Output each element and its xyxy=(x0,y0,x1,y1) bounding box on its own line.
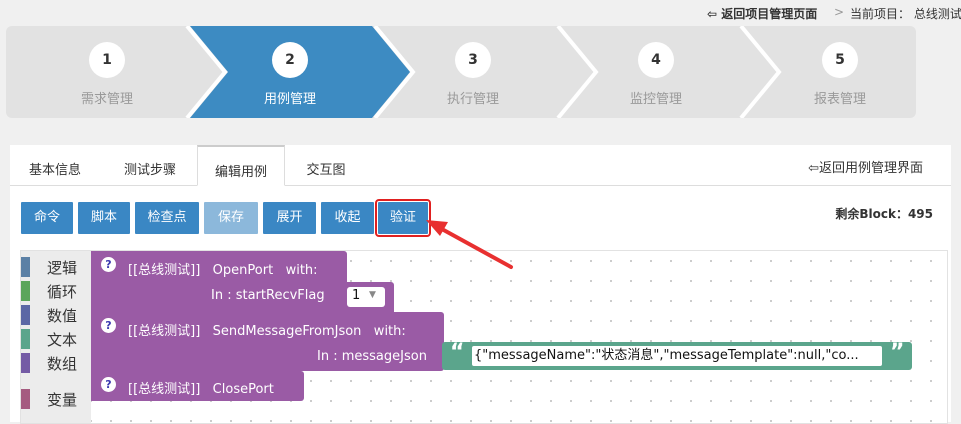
edit-case-panel: 基本信息 测试步骤 编辑用例 交互图 ⇦返回用例管理界面 命令 脚本 检查点 保… xyxy=(10,145,951,424)
category-color-bar xyxy=(21,353,30,373)
tab-bar: 基本信息 测试步骤 编辑用例 交互图 ⇦返回用例管理界面 xyxy=(10,145,951,186)
dropdown-value: 1 xyxy=(352,288,361,303)
category-color-bar xyxy=(21,389,30,409)
block-title: [[总线测试]] OpenPort with: xyxy=(128,263,318,278)
checkpoint-button[interactable]: 检查点 xyxy=(135,202,199,234)
category-logic[interactable]: 逻辑 xyxy=(21,255,91,279)
category-label: 数值 xyxy=(47,307,78,325)
script-button[interactable]: 脚本 xyxy=(78,202,130,234)
help-icon[interactable]: ? xyxy=(101,318,116,333)
block-title: [[总线测试]] SendMessageFromJson with: xyxy=(128,324,406,339)
step-label: 报表管理 xyxy=(813,92,866,107)
json-string-block[interactable]: “ {"messageName":"状态消息","messageTemplate… xyxy=(442,340,912,370)
category-text[interactable]: 文本 xyxy=(21,327,91,351)
start-recv-flag-dropdown[interactable]: 1 ▼ xyxy=(347,287,385,307)
back-arrow-icon: ⇦ xyxy=(707,7,718,21)
send-message-param-row[interactable]: In : messageJson xyxy=(91,343,444,371)
close-port-block[interactable]: ? [[总线测试]] ClosePort xyxy=(91,371,304,401)
category-number[interactable]: 数值 xyxy=(21,303,91,327)
back-to-cases-link[interactable]: ⇦返回用例管理界面 xyxy=(808,157,923,176)
chevron-down-icon: ▼ xyxy=(369,290,376,300)
tab-basic-info[interactable]: 基本信息 xyxy=(28,163,81,178)
category-loop[interactable]: 循环 xyxy=(21,279,91,303)
tab-interaction-diagram[interactable]: 交互图 xyxy=(306,163,346,178)
collapse-button[interactable]: 收起 xyxy=(321,202,374,234)
remaining-block-count: 剩余Block：495 xyxy=(835,207,933,221)
category-variable[interactable]: 变量 xyxy=(21,387,91,411)
tab-edit-case[interactable]: 编辑用例 xyxy=(197,145,285,186)
step-number: 4 xyxy=(638,42,674,78)
category-label: 逻辑 xyxy=(47,259,78,277)
category-array[interactable]: 数组 xyxy=(21,351,91,375)
back-to-projects-link[interactable]: ⇦ 返回项目管理页面 xyxy=(707,5,817,22)
tab-test-steps[interactable]: 测试步骤 xyxy=(123,163,176,178)
block-workspace[interactable]: 逻辑 循环 数值 文本 数组 变量 xyxy=(20,250,948,424)
top-bar: ⇦ 返回项目管理页面 > 当前项目： 总线测试 xyxy=(0,0,961,26)
category-label: 循环 xyxy=(47,283,78,301)
category-color-bar xyxy=(21,257,30,277)
step-label: 监控管理 xyxy=(629,92,682,107)
step-label: 需求管理 xyxy=(80,92,133,107)
param-label: In : startRecvFlag xyxy=(211,288,325,303)
category-label: 变量 xyxy=(47,391,78,409)
help-icon[interactable]: ? xyxy=(101,257,116,272)
step-number: 2 xyxy=(272,42,308,78)
message-json-value[interactable]: {"messageName":"状态消息","messageTemplate":… xyxy=(472,346,882,366)
command-button[interactable]: 命令 xyxy=(21,202,73,234)
param-label: In : messageJson xyxy=(317,349,427,364)
back-to-projects-label: 返回项目管理页面 xyxy=(721,7,818,21)
quote-icon: ” xyxy=(890,340,905,365)
send-message-block[interactable]: ? [[总线测试]] SendMessageFromJson with: xyxy=(91,312,444,344)
open-port-block[interactable]: ? [[总线测试]] OpenPort with: xyxy=(91,251,347,283)
step-wizard: 1 需求管理 2 用例管理 3 执行管理 4 监控管理 5 报表管理 xyxy=(6,26,916,118)
expand-button[interactable]: 展开 xyxy=(263,202,316,234)
step-label: 执行管理 xyxy=(446,92,499,107)
category-color-bar xyxy=(21,281,30,301)
category-color-bar xyxy=(21,329,30,349)
breadcrumb-separator: > xyxy=(834,5,845,19)
save-button[interactable]: 保存 xyxy=(204,202,258,234)
current-project: 当前项目： 总线测试 xyxy=(850,7,961,21)
quote-icon: “ xyxy=(450,340,465,365)
step-number: 5 xyxy=(822,42,858,78)
category-label: 文本 xyxy=(47,331,78,349)
block-title: [[总线测试]] ClosePort xyxy=(128,382,274,397)
step-label: 用例管理 xyxy=(263,92,316,107)
category-label: 数组 xyxy=(47,355,78,373)
block-toolbox: 逻辑 循环 数值 文本 数组 变量 xyxy=(21,251,91,423)
verify-button[interactable]: 验证 xyxy=(375,199,431,237)
back-arrow-icon: ⇦ xyxy=(808,161,819,176)
help-icon[interactable]: ? xyxy=(101,377,116,392)
step-number: 3 xyxy=(455,42,491,78)
step-number: 1 xyxy=(89,42,125,78)
back-to-cases-label: 返回用例管理界面 xyxy=(818,161,923,176)
category-color-bar xyxy=(21,305,30,325)
open-port-param-row[interactable]: In : startRecvFlag 1 ▼ xyxy=(91,282,394,312)
